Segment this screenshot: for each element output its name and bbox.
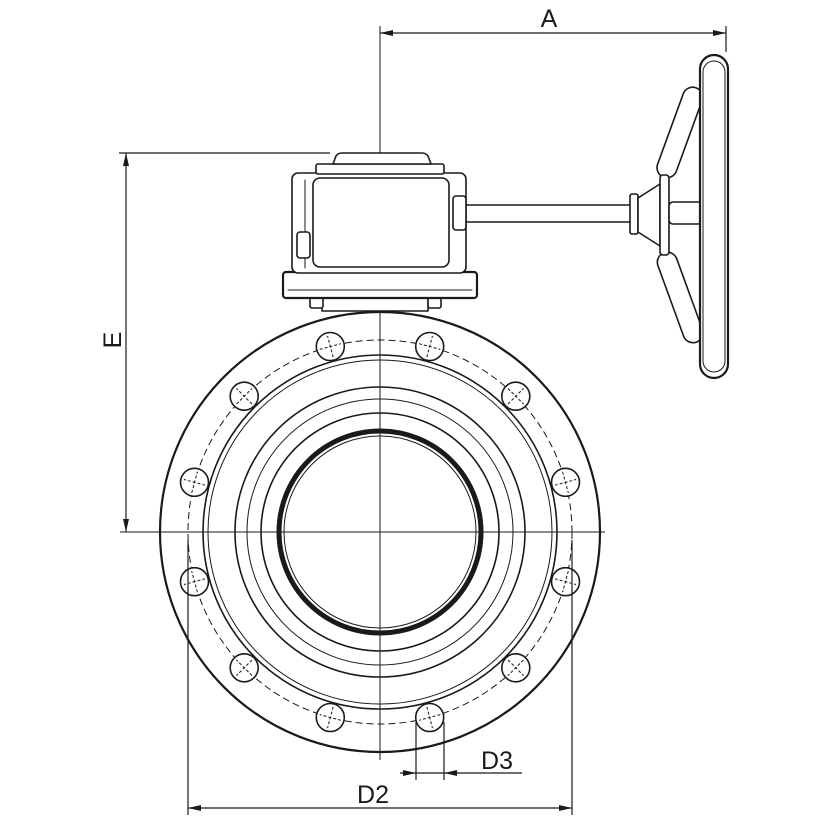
bore-inner-edge <box>283 435 477 629</box>
bolt-holes <box>179 331 581 733</box>
arrowhead <box>403 770 416 776</box>
gearbox-top-collar <box>315 163 445 175</box>
dimension-d2: D2 <box>187 540 573 815</box>
dimension-a: A <box>380 5 727 52</box>
flange-step-inner <box>207 359 553 705</box>
bolt-hole <box>414 331 445 362</box>
bolt-hole-tangent-mark <box>191 471 198 494</box>
socket-middle <box>246 398 514 666</box>
bolt-hole-tangent-mark <box>191 570 198 593</box>
flange-step-outer <box>202 354 558 710</box>
valve-flange <box>158 310 602 754</box>
bolt-hole <box>179 566 210 597</box>
bolt-hole-tangent-mark <box>236 659 253 676</box>
bolt-hole <box>315 702 346 733</box>
socket-outer <box>234 386 526 678</box>
bolt-hole <box>229 652 259 683</box>
gearbox-shaft-housing <box>452 195 467 231</box>
bolt-hole-tangent-mark <box>562 471 569 494</box>
bolt-hole-tangent-mark <box>507 388 524 405</box>
dimension-e: E <box>99 152 330 532</box>
gearbox-side-boss <box>296 231 311 259</box>
handwheel-assembly <box>465 53 730 380</box>
dimension-d2-label: D2 <box>357 781 389 809</box>
gearbox <box>281 152 479 312</box>
bolt-hole-tangent-mark <box>236 388 253 405</box>
bolt-hole <box>550 566 581 597</box>
gearbox-cover-panel <box>312 177 450 268</box>
hub-plate <box>659 174 670 256</box>
bolt-hole-tangent-mark <box>562 570 569 593</box>
dimension-a-label: A <box>541 5 558 33</box>
bolt-hole-tangent-mark <box>507 659 524 676</box>
arrowhead <box>444 770 457 776</box>
dimension-d3: D3 <box>400 722 522 780</box>
bolt-hole <box>550 467 581 498</box>
arrowhead <box>123 519 129 532</box>
handwheel-rim-inner-edge <box>702 60 726 373</box>
bolt-hole-tangent-mark <box>418 714 441 721</box>
arrowhead <box>713 30 726 36</box>
center-mark <box>374 526 386 538</box>
handwheel-rim <box>698 53 730 380</box>
arrowhead <box>188 805 201 811</box>
centerlines <box>120 26 605 760</box>
socket-inner <box>260 412 500 652</box>
dimension-d3-label: D3 <box>481 747 513 775</box>
arrowhead <box>559 805 572 811</box>
gearbox-top-cap <box>332 152 432 165</box>
bolt-hole-tangent-mark <box>418 343 441 350</box>
bolt-hole <box>500 381 531 412</box>
arrowhead <box>123 153 129 166</box>
bolt-hole <box>179 467 210 498</box>
bolt-hole-tangent-mark <box>319 714 342 721</box>
bolt-hole <box>500 652 531 683</box>
gearbox-body <box>291 172 467 274</box>
flange-outer-edge <box>158 310 602 754</box>
handwheel-spoke-lower <box>656 251 704 344</box>
dimension-e-label: E <box>99 332 127 349</box>
arrowhead <box>380 30 393 36</box>
bolt-hole <box>315 331 346 362</box>
bolt-hole-tangent-mark <box>319 343 342 350</box>
bore-ring <box>276 428 484 636</box>
hub-cone <box>637 183 661 247</box>
handwheel-spoke-upper <box>656 86 704 179</box>
bolt-hole <box>229 381 259 412</box>
gearbox-base-plate <box>281 270 479 300</box>
bolt-circle <box>187 339 573 725</box>
shaft-coupling <box>629 193 639 235</box>
bolt-hole <box>414 702 445 733</box>
hub-boss <box>668 201 703 225</box>
